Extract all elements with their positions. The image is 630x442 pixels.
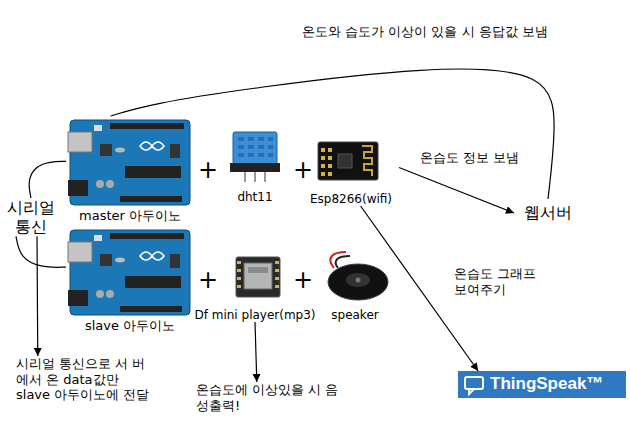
speaker-picture: [328, 252, 388, 300]
connector: [36, 236, 38, 356]
node-label: 시리얼 통신으로 서 버에서 온 data값만 slave 아두이노에 전달: [16, 356, 152, 403]
arduino-board: slave 아두이노: [66, 226, 194, 334]
plus-sign: +: [291, 156, 315, 185]
connector: [111, 69, 554, 199]
edge-label: 온습도 정보 보냄: [418, 150, 521, 166]
plus-sign: +: [196, 156, 220, 185]
dht11-picture: [230, 132, 280, 182]
speaker-part: speaker: [316, 246, 394, 322]
node-label: dht11: [237, 190, 272, 204]
arduino-board-picture: [68, 230, 190, 315]
node-label: ThingSpeak™: [490, 374, 603, 394]
thingspeak-logo: [458, 371, 626, 398]
arduino-board: master 아두이노: [66, 116, 194, 224]
sensor-module: dht11: [222, 128, 288, 204]
edge-label: 온도와 습도가 이상이 있을 시 응답값 보냄: [300, 24, 550, 40]
plus-sign: +: [291, 266, 315, 295]
note-text: 시리얼 통신으로 서 버에서 온 data값만 slave 아두이노에 전달: [16, 356, 152, 403]
connector: [255, 322, 257, 382]
node-label: master 아두이노: [79, 208, 181, 224]
connector: [29, 161, 66, 198]
plus-sign: +: [196, 266, 220, 295]
node-label: 온습도에 이상있을 시 음성출력!: [196, 382, 348, 413]
node-label: speaker: [331, 308, 378, 322]
connector: [16, 236, 66, 267]
wifi-module: Esp8266(wifi): [303, 136, 399, 206]
node-label: slave 아두이노: [85, 318, 175, 334]
node-label: Esp8266(wifi): [310, 192, 392, 206]
node-label: 시리얼 통신: [1, 198, 61, 236]
edge-label: 온습도 그래프 보여주기: [452, 266, 546, 297]
cloud-service: ThingSpeak™: [458, 371, 626, 398]
mp3-player-picture: [236, 257, 280, 297]
serial-note: 시리얼 통신: [1, 198, 61, 236]
node-label: Df mini player(mp3): [194, 308, 315, 322]
web-server: 웹서버: [514, 199, 582, 227]
node-label: 웹서버: [524, 203, 572, 222]
connector: [399, 168, 514, 214]
arduino-board-picture: [68, 120, 190, 205]
note-text: 온습도에 이상있을 시 음성출력!: [196, 382, 348, 413]
esp8266-picture: [318, 142, 378, 180]
